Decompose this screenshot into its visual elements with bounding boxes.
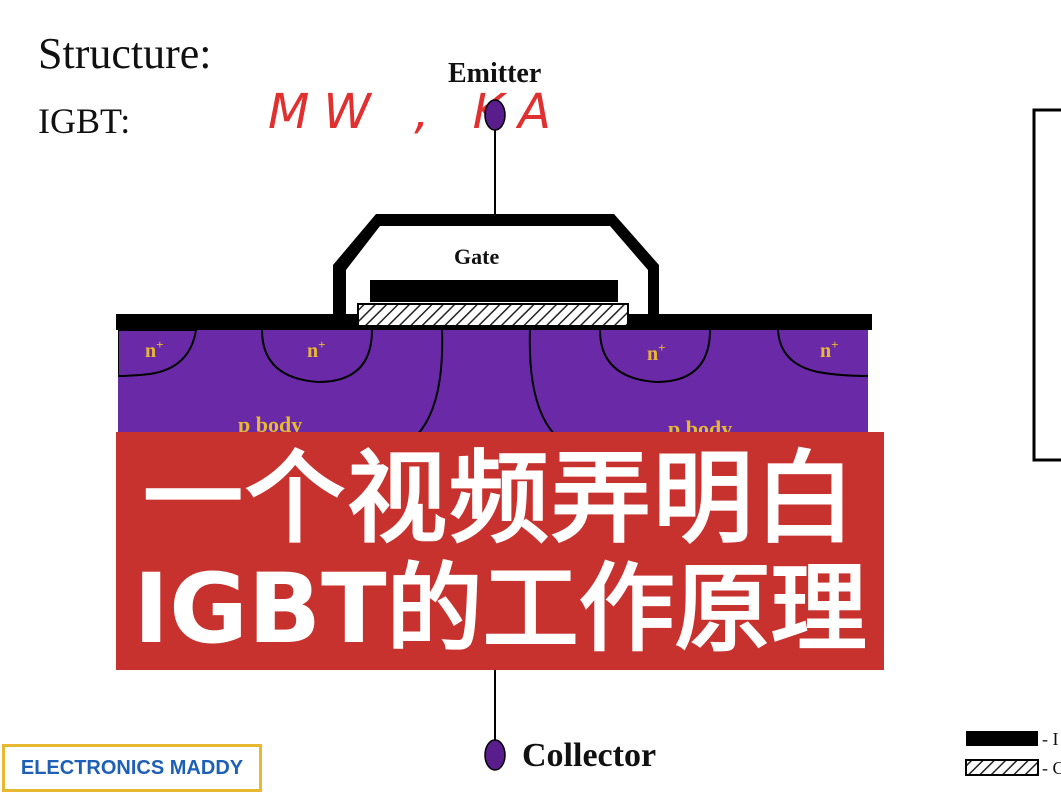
n-plus-well-4 <box>777 330 868 377</box>
slide-title: Structure: <box>38 29 212 78</box>
substrate-region <box>118 330 868 440</box>
n-plus-well-1 <box>118 330 198 378</box>
emitter-terminal[interactable] <box>484 99 506 131</box>
legend-swatch-metal <box>966 731 1038 746</box>
handwritten-annotation: MW , KA <box>268 84 565 140</box>
n-plus-label-4: n+ <box>820 337 839 362</box>
legend-label-1: - I <box>1042 729 1059 749</box>
legend-swatch-oxide <box>965 759 1039 776</box>
gate-electrode <box>370 280 618 302</box>
n-plus-label-1: n+ <box>145 337 164 362</box>
banner-line-2: IGBT的工作原理 <box>133 553 867 665</box>
channel-watermark: ELECTRONICS MADDY <box>2 744 262 792</box>
slide-subtitle: IGBT: <box>38 101 131 141</box>
gate-label: Gate <box>454 244 499 269</box>
banner-line-1: 一个视频弄明白 <box>143 440 857 557</box>
title-banner: 一个视频弄明白 IGBT的工作原理 <box>116 432 884 670</box>
collector-label: Collector <box>522 737 656 774</box>
collector-terminal[interactable] <box>484 739 506 771</box>
right-panel-box <box>1032 108 1061 462</box>
n-plus-well-3 <box>599 330 711 384</box>
n-plus-well-2 <box>261 330 373 384</box>
gate-oxide <box>357 303 629 327</box>
n-plus-label-2: n+ <box>307 337 326 362</box>
n-plus-label-3: n+ <box>647 340 666 365</box>
legend-label-2: - C <box>1042 758 1061 778</box>
emitter-label: Emitter <box>448 58 541 89</box>
